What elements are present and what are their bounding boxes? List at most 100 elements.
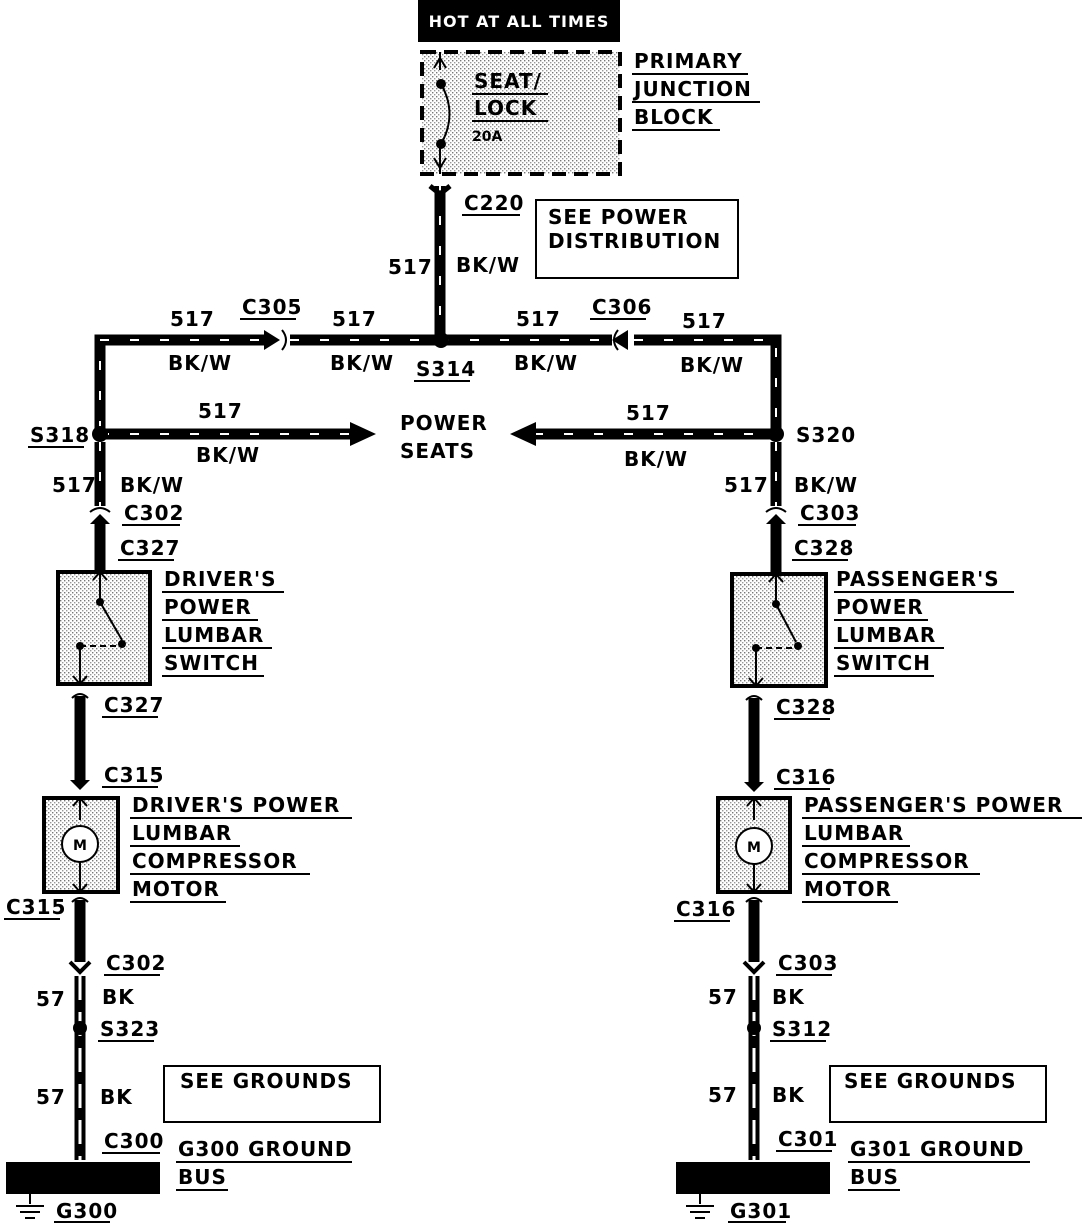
connector-c328: C328	[794, 536, 854, 560]
wire-color: BK	[772, 985, 805, 1009]
svg-text:DRIVER'S: DRIVER'S	[164, 567, 277, 591]
svg-text:SEE GROUNDS: SEE GROUNDS	[180, 1069, 353, 1093]
ground-bus-g300-label: G300 GROUND BUS	[176, 1137, 353, 1191]
connector-c327: C327	[104, 693, 164, 717]
svg-text:LUMBAR: LUMBAR	[836, 623, 936, 647]
passenger-lumbar-switch-label: PASSENGER'S POWER LUMBAR SWITCH	[834, 567, 1014, 677]
circuit-number: 57	[708, 985, 738, 1009]
primary-junction-block	[420, 50, 622, 176]
svg-text:HOT AT ALL TIMES: HOT AT ALL TIMES	[429, 12, 610, 31]
wire-color: BK/W	[168, 351, 232, 375]
passenger-lumbar-switch	[730, 572, 828, 688]
svg-text:DRIVER'S POWER: DRIVER'S POWER	[132, 793, 340, 817]
connector-c305: C305	[242, 295, 302, 319]
wire-color: BK	[772, 1083, 805, 1107]
splice-s320: S320	[796, 423, 856, 447]
svg-text:M: M	[73, 838, 87, 854]
wire-color: BK/W	[330, 351, 394, 375]
svg-text:PASSENGER'S: PASSENGER'S	[836, 567, 1000, 591]
wire-color: BK/W	[120, 473, 184, 497]
driver-lumbar-switch-label: DRIVER'S POWER LUMBAR SWITCH	[162, 567, 284, 677]
svg-text:PASSENGER'S POWER: PASSENGER'S POWER	[804, 793, 1063, 817]
passenger-lumbar-motor-label: PASSENGER'S POWER LUMBAR COMPRESSOR MOTO…	[802, 793, 1082, 903]
connector-c220: C220	[464, 191, 524, 215]
svg-text:DISTRIBUTION: DISTRIBUTION	[548, 229, 721, 253]
circuit-number: 517	[626, 401, 671, 425]
svg-text:G300 GROUND: G300 GROUND	[178, 1137, 353, 1161]
wire-color: BK/W	[514, 351, 578, 375]
wire-57-passenger	[742, 897, 766, 1160]
svg-text:JUNCTION: JUNCTION	[632, 77, 752, 101]
wire-517-passenger	[765, 442, 787, 574]
splice-s323-dot	[73, 1021, 87, 1035]
driver-lumbar-motor-label: DRIVER'S POWER LUMBAR COMPRESSOR MOTOR	[130, 793, 352, 903]
connector-c302: C302	[124, 501, 184, 525]
circuit-number: 517	[682, 309, 727, 333]
primary-junction-block-label: PRIMARY JUNCTION BLOCK	[632, 49, 760, 131]
connector-c315: C315	[6, 895, 66, 919]
wire-517-main	[428, 184, 452, 340]
connector-c300: C300	[104, 1129, 164, 1153]
svg-text:LUMBAR: LUMBAR	[804, 821, 904, 845]
svg-text:POWER: POWER	[836, 595, 924, 619]
splice-s320-dot	[768, 426, 784, 442]
splice-s312: S312	[772, 1017, 832, 1041]
circuit-number: 57	[36, 987, 66, 1011]
svg-text:COMPRESSOR: COMPRESSOR	[804, 849, 970, 873]
svg-text:MOTOR: MOTOR	[804, 877, 892, 901]
circuit-number: 517	[170, 307, 215, 331]
connector-c301: C301	[778, 1127, 838, 1151]
connector-c306: C306	[592, 295, 652, 319]
svg-text:LUMBAR: LUMBAR	[132, 821, 232, 845]
wire-color: BK/W	[196, 443, 260, 467]
wire-color: BK	[100, 1085, 133, 1109]
driver-lumbar-switch	[56, 570, 152, 686]
svg-text:SWITCH: SWITCH	[836, 651, 931, 675]
splice-s314: S314	[416, 357, 476, 381]
svg-text:SEAT/: SEAT/	[474, 69, 542, 93]
svg-text:SEE GROUNDS: SEE GROUNDS	[844, 1069, 1017, 1093]
wire-color: BK/W	[794, 473, 858, 497]
svg-text:M: M	[747, 840, 761, 856]
circuit-number: 517	[516, 307, 561, 331]
circuit-number: 517	[198, 399, 243, 423]
svg-text:LOCK: LOCK	[474, 96, 538, 120]
wire-color: BK/W	[680, 353, 744, 377]
ground-bus-g300	[6, 1162, 160, 1219]
svg-text:SEE POWER: SEE POWER	[548, 205, 688, 229]
wire-passenger-switch-to-motor	[744, 695, 764, 792]
power-seats-label: SEATS	[400, 439, 475, 463]
svg-text:MOTOR: MOTOR	[132, 877, 220, 901]
svg-text:BUS: BUS	[850, 1165, 899, 1189]
wire-57-driver	[68, 897, 92, 1160]
wire-517-driver	[89, 442, 111, 572]
connector-c316: C316	[776, 765, 836, 789]
svg-text:20A: 20A	[472, 129, 502, 145]
circuit-number: 57	[36, 1085, 66, 1109]
ground-bus-g301-label: G301 GROUND BUS	[848, 1137, 1030, 1191]
splice-s323: S323	[100, 1017, 160, 1041]
svg-text:COMPRESSOR: COMPRESSOR	[132, 849, 298, 873]
wire-517-power-seats-right	[510, 422, 776, 446]
driver-lumbar-motor: M	[42, 796, 120, 894]
splice-s318-dot	[92, 426, 108, 442]
connector-c328: C328	[776, 695, 836, 719]
see-grounds-box-left: SEE GROUNDS	[163, 1065, 381, 1123]
wire-517-top-bus	[94, 329, 782, 430]
circuit-number: 517	[332, 307, 377, 331]
power-seats-label: POWER	[400, 411, 488, 435]
connector-c327: C327	[120, 536, 180, 560]
splice-s314-dot	[433, 332, 449, 348]
ground-bus-g301	[676, 1162, 830, 1219]
wire-driver-switch-to-motor	[70, 693, 90, 790]
splice-s318: S318	[30, 423, 90, 447]
ground-g300-label: G300	[56, 1199, 118, 1223]
svg-text:LUMBAR: LUMBAR	[164, 623, 264, 647]
wire-517-power-seats-left	[100, 422, 376, 446]
connector-c303: C303	[800, 501, 860, 525]
passenger-lumbar-motor: M	[716, 796, 792, 894]
connector-c315: C315	[104, 763, 164, 787]
ground-g301-label: G301	[730, 1199, 792, 1223]
circuit-number: 517	[52, 473, 97, 497]
